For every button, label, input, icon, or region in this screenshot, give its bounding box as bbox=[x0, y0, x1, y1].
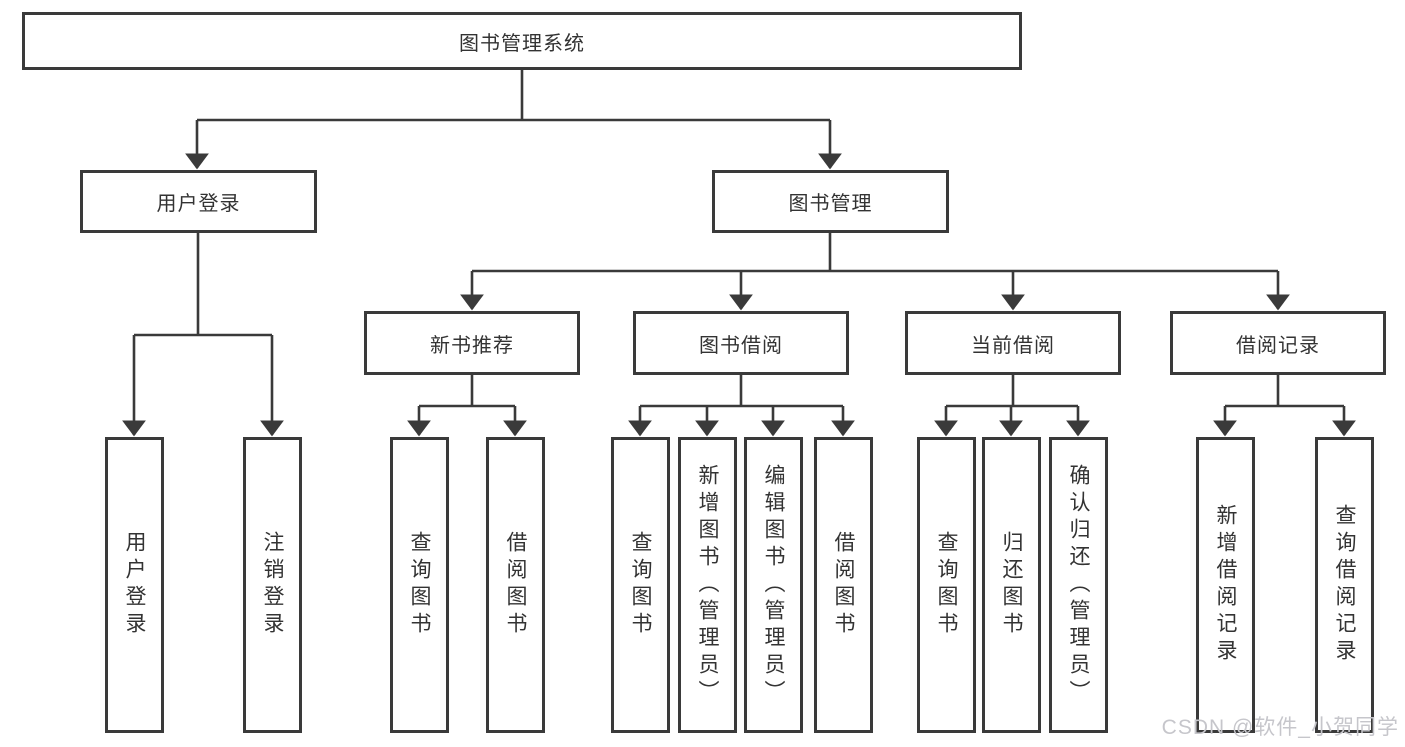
leaf-user-login: 用户登录 bbox=[105, 437, 164, 733]
node-book-management: 图书管理 bbox=[712, 170, 949, 233]
node-user-login: 用户登录 bbox=[80, 170, 317, 233]
leaf-edit-book-admin: 编辑图书（管理员） bbox=[744, 437, 803, 733]
leaf-query-borrow-record: 查询借阅记录 bbox=[1315, 437, 1374, 733]
leaf-add-book-admin: 新增图书（管理员） bbox=[678, 437, 737, 733]
leaf-borrow-book: 借阅图书 bbox=[814, 437, 873, 733]
leaf-query-book-recommend: 查询图书 bbox=[390, 437, 449, 733]
leaf-query-book-borrow: 查询图书 bbox=[611, 437, 670, 733]
leaf-borrow-book-recommend: 借阅图书 bbox=[486, 437, 545, 733]
leaf-query-book-current: 查询图书 bbox=[917, 437, 976, 733]
node-root-system: 图书管理系统 bbox=[22, 12, 1022, 70]
node-borrow-record: 借阅记录 bbox=[1170, 311, 1386, 375]
leaf-logout: 注销登录 bbox=[243, 437, 302, 733]
leaf-return-book: 归还图书 bbox=[982, 437, 1041, 733]
leaf-confirm-return-admin: 确认归还（管理员） bbox=[1049, 437, 1108, 733]
node-current-borrow: 当前借阅 bbox=[905, 311, 1121, 375]
node-new-book-recommend: 新书推荐 bbox=[364, 311, 580, 375]
node-book-borrow: 图书借阅 bbox=[633, 311, 849, 375]
leaf-add-borrow-record: 新增借阅记录 bbox=[1196, 437, 1255, 733]
